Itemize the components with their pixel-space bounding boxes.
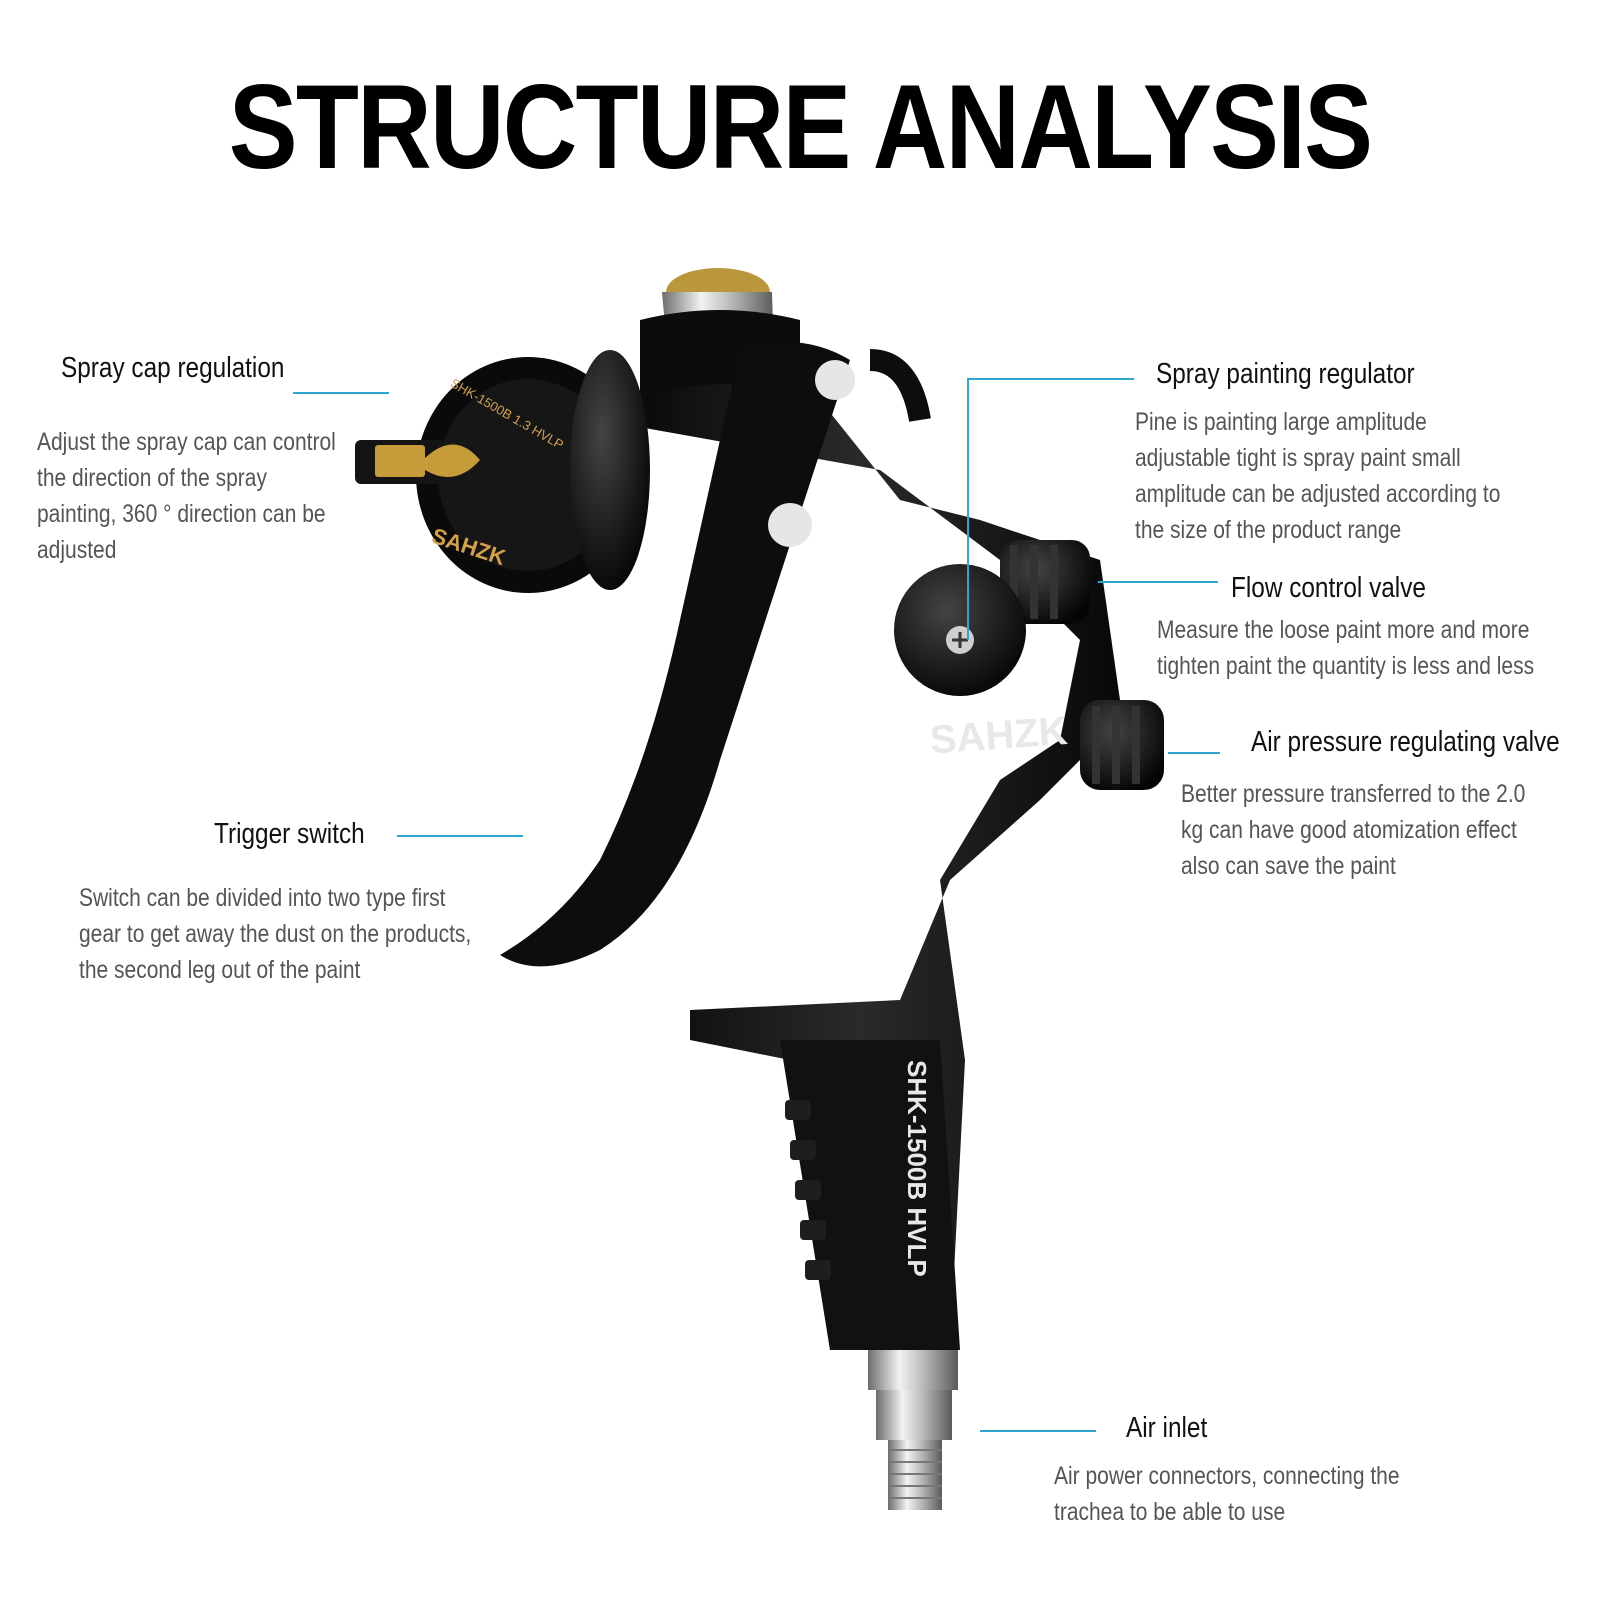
leader-line-spray-regulator-v xyxy=(967,378,969,640)
flow-control-knob xyxy=(1000,540,1090,624)
trigger-label: Trigger switch xyxy=(214,818,365,850)
air-inlet-fitting xyxy=(868,1350,958,1510)
page-title: STRUCTURE ANALYSIS xyxy=(228,60,1373,194)
spray-regulator-description: Pine is painting large amplitude adjusta… xyxy=(1135,408,1501,544)
flow-valve-label: Flow control valve xyxy=(1231,572,1426,604)
leader-line-spray-cap xyxy=(293,392,389,394)
leader-line-flow-valve xyxy=(1098,581,1218,583)
body-brand-text: SAHZK xyxy=(928,709,1069,763)
spray-cap-label: Spray cap regulation xyxy=(61,352,285,384)
leader-line-spray-regulator-h xyxy=(968,378,1134,380)
air-pressure-knob xyxy=(1080,700,1164,790)
leader-line-trigger xyxy=(397,835,523,837)
air-pressure-description: Better pressure transferred to the 2.0 k… xyxy=(1181,780,1526,880)
trigger xyxy=(500,342,931,967)
air-inlet-description: Air power connectors, connecting the tra… xyxy=(1054,1462,1400,1526)
leader-line-air-inlet xyxy=(980,1430,1096,1432)
air-cap xyxy=(355,350,650,593)
leader-line-air-pressure xyxy=(1168,752,1220,754)
trigger-description: Switch can be divided into two type firs… xyxy=(79,884,472,984)
grip-model-text: SHK-1500B HVLP xyxy=(902,1060,932,1277)
spray-cap-description: Adjust the spray cap can control the dir… xyxy=(37,428,336,564)
flow-valve-description: Measure the loose paint more and more ti… xyxy=(1157,616,1535,680)
spray-regulator-knob xyxy=(894,564,1026,696)
spray-regulator-label: Spray painting regulator xyxy=(1156,358,1415,390)
air-inlet-label: Air inlet xyxy=(1126,1412,1208,1444)
gun-body xyxy=(600,384,1120,1350)
air-pressure-label: Air pressure regulating valve xyxy=(1251,726,1560,758)
